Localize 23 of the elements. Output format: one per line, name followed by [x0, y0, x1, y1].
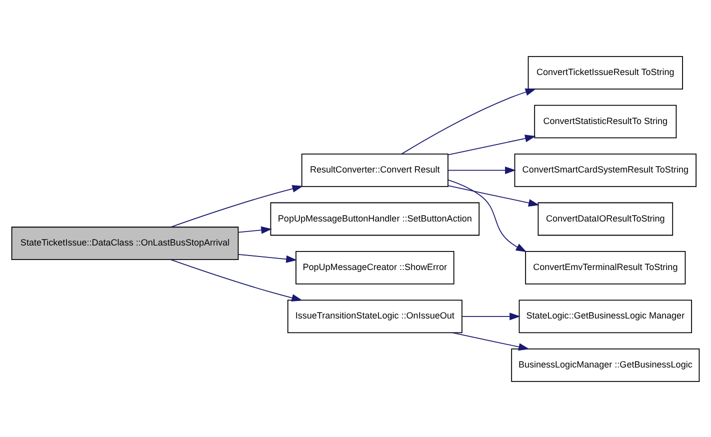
node-box: ConvertSmartCardSystemResult ToString: [514, 153, 697, 186]
node-box: StateTicketIssue::DataClass ::OnLastBusStopArrival: [11, 226, 239, 260]
arrow: [170, 184, 304, 227]
arrow: [238, 226, 272, 234]
node-box: PopUpMessageCreator ::ShowError: [296, 250, 454, 284]
node-box: PopUpMessageButtonHandler ::SetButtonAction: [270, 202, 480, 236]
arrow: [452, 332, 530, 350]
arrow: [401, 88, 536, 154]
node-box: ConvertTicketIssueResult ToString: [528, 56, 683, 90]
arrow: [448, 179, 527, 252]
arrow: [462, 312, 520, 320]
node-box: ConvertDataIOResultToString: [538, 202, 674, 236]
node-box: ResultConverter::Convert Result: [301, 153, 448, 186]
arrow: [448, 166, 516, 174]
node-box: ConvertStatisticResultTo String: [534, 104, 677, 138]
arrow: [238, 253, 297, 262]
node-box: ConvertEmvTerminalResult ToString: [525, 250, 686, 284]
arrow: [170, 258, 303, 302]
arrow: [448, 134, 536, 155]
arrow: [448, 184, 540, 206]
node-box: BusinessLogicManager ::GetBusinessLogic: [511, 348, 700, 382]
node-box: IssueTransitionStateLogic ::OnIssueOut: [287, 299, 462, 333]
node-box: StateLogic::GetBusinessLogic Manager: [518, 299, 692, 333]
